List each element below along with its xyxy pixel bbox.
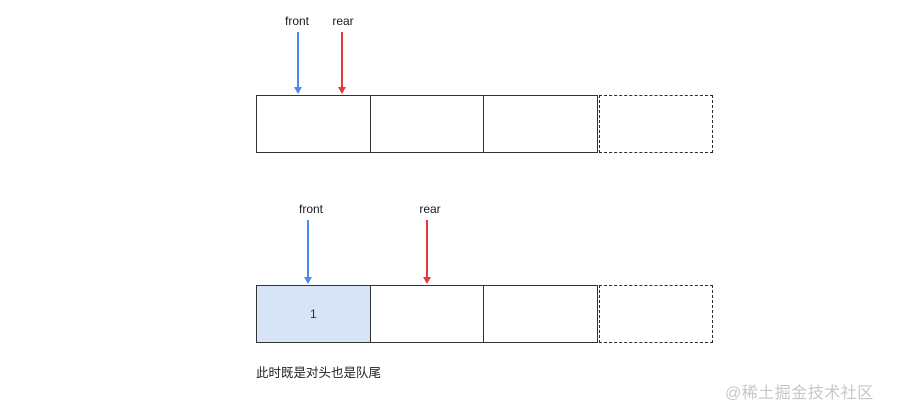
front-arrow-shaft xyxy=(297,32,299,87)
front-arrow-head xyxy=(293,87,302,94)
queue-cell xyxy=(483,286,597,342)
watermark-text: @稀土掘金技术社区 xyxy=(725,385,874,402)
queue-cells-row: 1 xyxy=(256,285,598,343)
caption-text: 此时既是对头也是队尾 xyxy=(256,366,382,380)
rear-arrow-shaft xyxy=(426,220,428,277)
rear-pointer-label: rear xyxy=(332,14,354,28)
rear-arrow-head xyxy=(337,87,346,94)
queue-cell-front-value: 1 xyxy=(257,286,370,342)
front-pointer-label: front xyxy=(284,14,310,28)
rear-arrow-head xyxy=(422,277,431,284)
queue-cell xyxy=(369,286,484,342)
queue-cells-row xyxy=(256,95,598,153)
queue-cell xyxy=(483,96,597,152)
queue-cell-dashed xyxy=(599,95,713,153)
front-arrow-shaft xyxy=(307,220,309,277)
front-pointer-label: front xyxy=(298,202,324,216)
queue-cell xyxy=(369,96,484,152)
queue-cell xyxy=(257,96,370,152)
queue-cell-dashed xyxy=(599,285,713,343)
front-arrow-head xyxy=(303,277,312,284)
rear-arrow-shaft xyxy=(341,32,343,87)
rear-pointer-label: rear xyxy=(419,202,441,216)
